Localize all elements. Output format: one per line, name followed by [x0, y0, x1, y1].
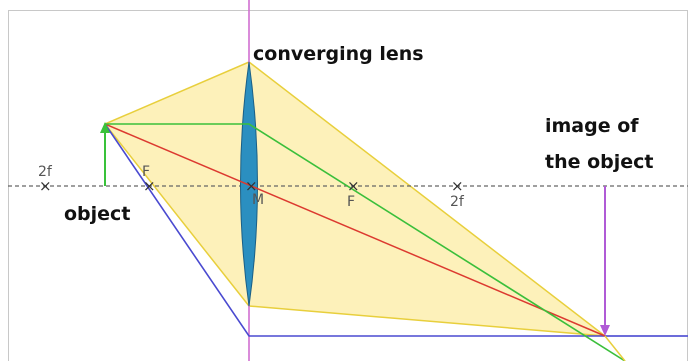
label-object: object [64, 203, 130, 225]
ray-green [105, 123, 626, 361]
marker-2f-right: × [451, 177, 464, 195]
ray-red [104, 123, 606, 337]
ray-blue [104, 123, 688, 337]
label-2f-right: 2f [450, 194, 465, 210]
marker-f-right: × [347, 177, 360, 195]
label-f-right: F [347, 194, 355, 210]
label-2f-left: 2f [38, 164, 53, 180]
label-center-m: M [252, 192, 264, 208]
converging-lens [240, 61, 258, 307]
object-arrow-head [100, 122, 110, 133]
image-arrow-head [600, 325, 610, 336]
marker-f-left: × [143, 177, 156, 195]
label-f-left: F [142, 164, 150, 180]
label-image-line1: image of [545, 115, 639, 137]
ray-yellow-continuation [604, 335, 626, 361]
label-image-line2: the object [545, 151, 654, 173]
label-converging-lens: converging lens [253, 43, 424, 65]
marker-center: × [245, 177, 258, 195]
marker-2f-left: × [39, 177, 52, 195]
